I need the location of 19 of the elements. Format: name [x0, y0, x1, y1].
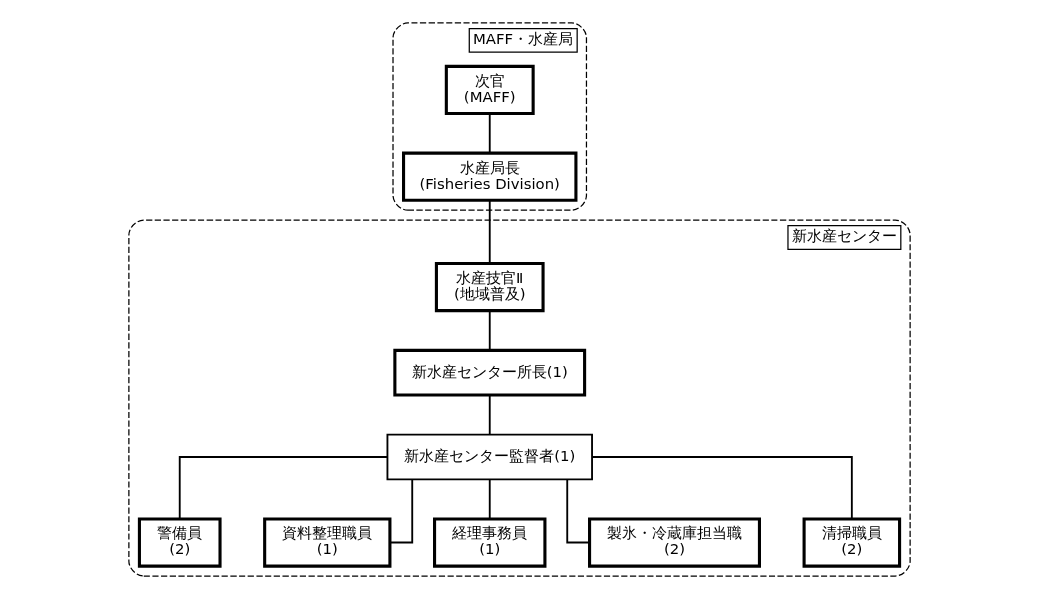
connector	[488, 199, 491, 265]
node-box: 警備員 (2)	[137, 517, 222, 568]
connector	[488, 478, 491, 520]
node-box: 新水産センター所長(1)	[393, 348, 587, 397]
node-box: 資料整理職員 (1)	[263, 517, 392, 568]
node-box: 新水産センター監督者(1)	[386, 433, 593, 481]
node-box: 水産技官Ⅱ (地域普及)	[434, 262, 545, 313]
connector	[488, 112, 491, 154]
node-box: 水産局長 (Fisheries Division)	[402, 151, 578, 202]
connector	[389, 478, 414, 544]
node-box: 清掃職員 (2)	[802, 517, 902, 568]
node-box: 製氷・冷蔵庫担当職 (2)	[588, 517, 761, 568]
connector	[178, 456, 389, 520]
connector	[488, 310, 491, 352]
connector	[488, 394, 491, 436]
connector	[591, 456, 853, 520]
connector	[566, 478, 591, 544]
node-box: 次官 (MAFF)	[444, 64, 535, 116]
node-box: 経理事務員 (1)	[433, 517, 547, 568]
